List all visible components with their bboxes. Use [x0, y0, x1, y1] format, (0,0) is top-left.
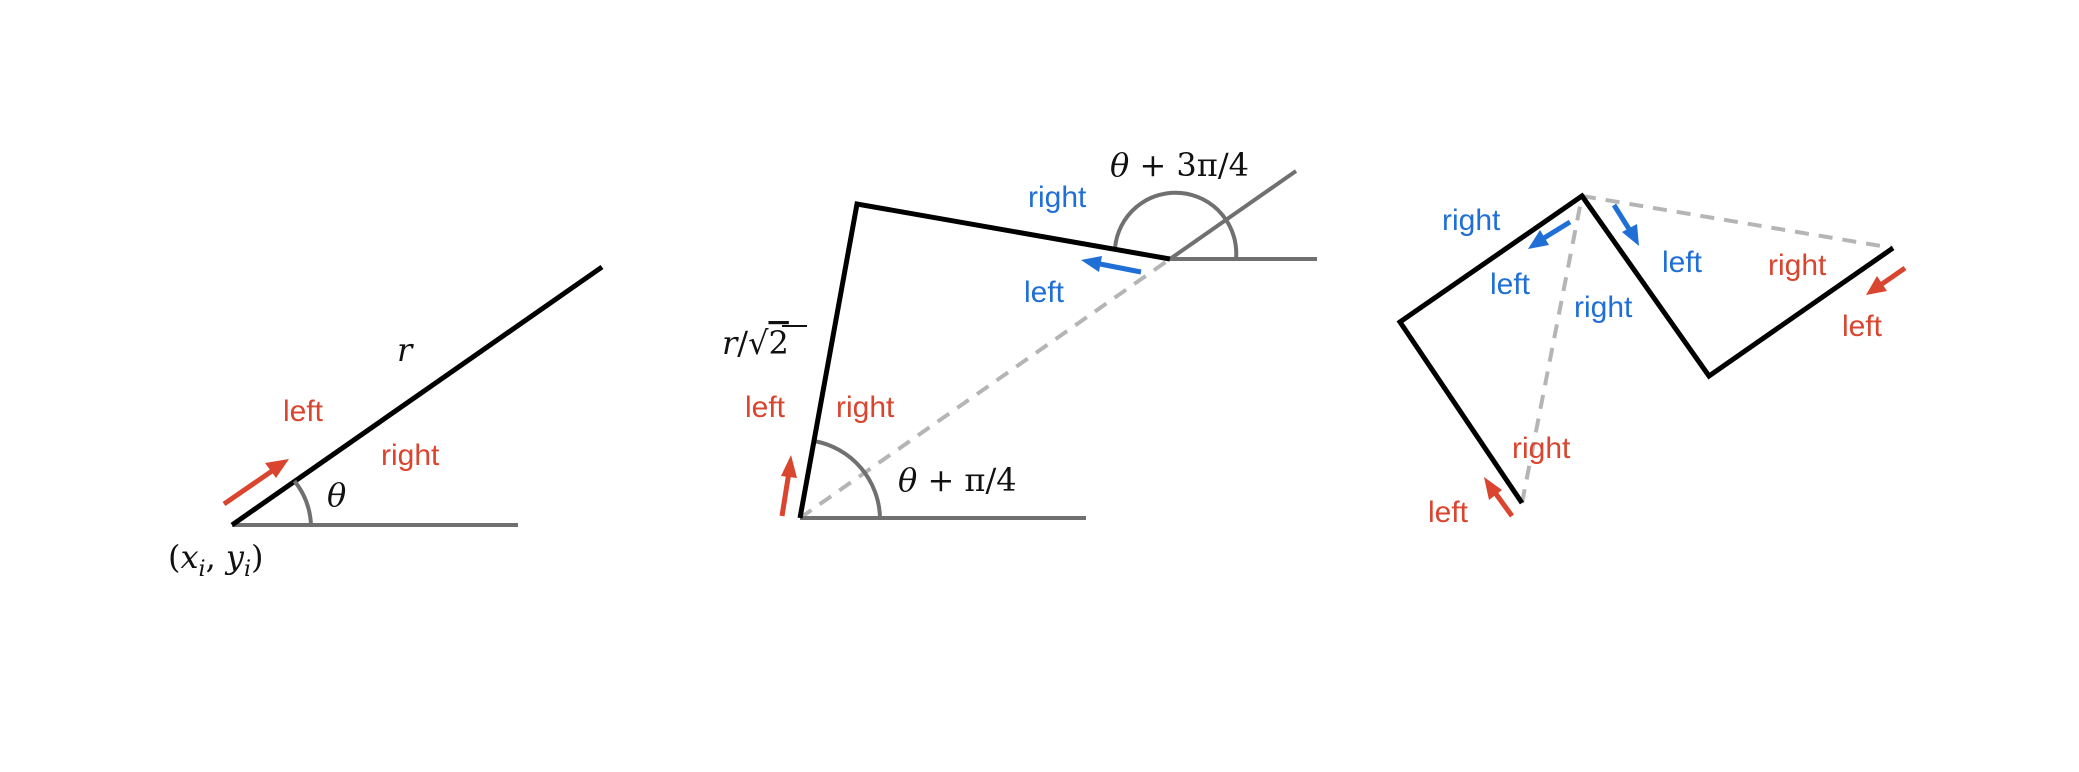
panel3-left-blue-label-1: left [1490, 268, 1531, 301]
panel2-bottom-angle-label: θ + π/4 [898, 461, 1017, 499]
panel1-theta-arc [292, 479, 313, 526]
panel3-red-arrow-right [1880, 265, 1907, 287]
length-two: 2 [768, 324, 788, 362]
panel3-polyline [1396, 192, 1895, 505]
origin-x-subscript: i [199, 557, 206, 582]
origin-y: y [224, 538, 245, 576]
panel3-blue-arrow-right [1611, 203, 1632, 231]
bottom-angle-theta: θ [898, 461, 917, 499]
panel3-blue-arrow-left [1542, 219, 1572, 241]
panel3-left-red-label-bottom: left [1428, 496, 1469, 529]
top-angle-rest: + 3π/4 [1139, 146, 1249, 184]
panel2-dashed-chord [798, 257, 1172, 520]
panel3-blue-arrowhead-right [1622, 224, 1639, 246]
panel3-right-red-label-top: right [1768, 249, 1827, 282]
panel1-direction-arrow [222, 468, 274, 507]
panel3-right-blue-label-2: right [1574, 291, 1633, 324]
origin-x: x [180, 538, 198, 576]
panel2-top-angle-arc [1113, 190, 1239, 260]
panel2-red-arrowhead [781, 455, 797, 478]
length-r: r [722, 324, 739, 362]
panel2-left-blue-label: left [1024, 276, 1065, 309]
panel3-blue-arrowhead-left [1528, 230, 1549, 249]
panel2-right-red-label: right [836, 391, 895, 424]
panel2-blue-arrow [1099, 261, 1142, 275]
panel2-blue-arrowhead [1081, 256, 1102, 272]
panel3-red-arrowhead-right [1866, 276, 1887, 295]
panel3-left-blue-label-2: left [1662, 246, 1703, 279]
panel1-right-label: right [381, 439, 440, 472]
panel3-right-red-label-bottom: right [1512, 432, 1571, 465]
panel1-arrowhead [265, 459, 289, 478]
panel2-length-label: r/√2 [722, 324, 789, 362]
panel3-dashed-left [1520, 195, 1584, 504]
panel1-theta-label: θ [327, 476, 346, 514]
panel3-red-arrow-bottom [1493, 492, 1515, 518]
length-slash: / [737, 324, 748, 362]
panel2-top-angle-label: θ + 3π/4 [1110, 146, 1249, 184]
panel2-left-red-label: left [745, 391, 786, 424]
panel1-left-label: left [283, 395, 324, 428]
panel3-left-red-label-top: left [1842, 310, 1883, 343]
panel-2-two-segments: left right right left r/√2 θ + π/4 θ + 3… [722, 146, 1317, 520]
panel2-bottom-angle-arc [813, 439, 882, 519]
panel2-polyline [797, 201, 1171, 519]
panel1-origin-label: (xi, yi) [168, 538, 264, 582]
bottom-angle-rest: + π/4 [927, 461, 1016, 499]
panel2-extension-line [1168, 169, 1298, 261]
panel1-r-label: r [397, 331, 414, 369]
panel2-right-blue-label: right [1028, 181, 1087, 214]
panel-3-zigzag: right left left right right left right l… [1396, 192, 1907, 529]
panel-1-base-segment: left right r θ (xi, yi) [168, 264, 604, 582]
panel2-red-arrow [779, 471, 792, 517]
panel3-red-arrowhead-bottom [1484, 477, 1502, 500]
origin-y-subscript: i [244, 557, 251, 582]
sqrt-icon: √ [748, 324, 769, 362]
panel3-dashed-top [1581, 194, 1894, 250]
panel3-right-blue-label-1: right [1442, 204, 1501, 237]
top-angle-theta: θ [1110, 146, 1129, 184]
